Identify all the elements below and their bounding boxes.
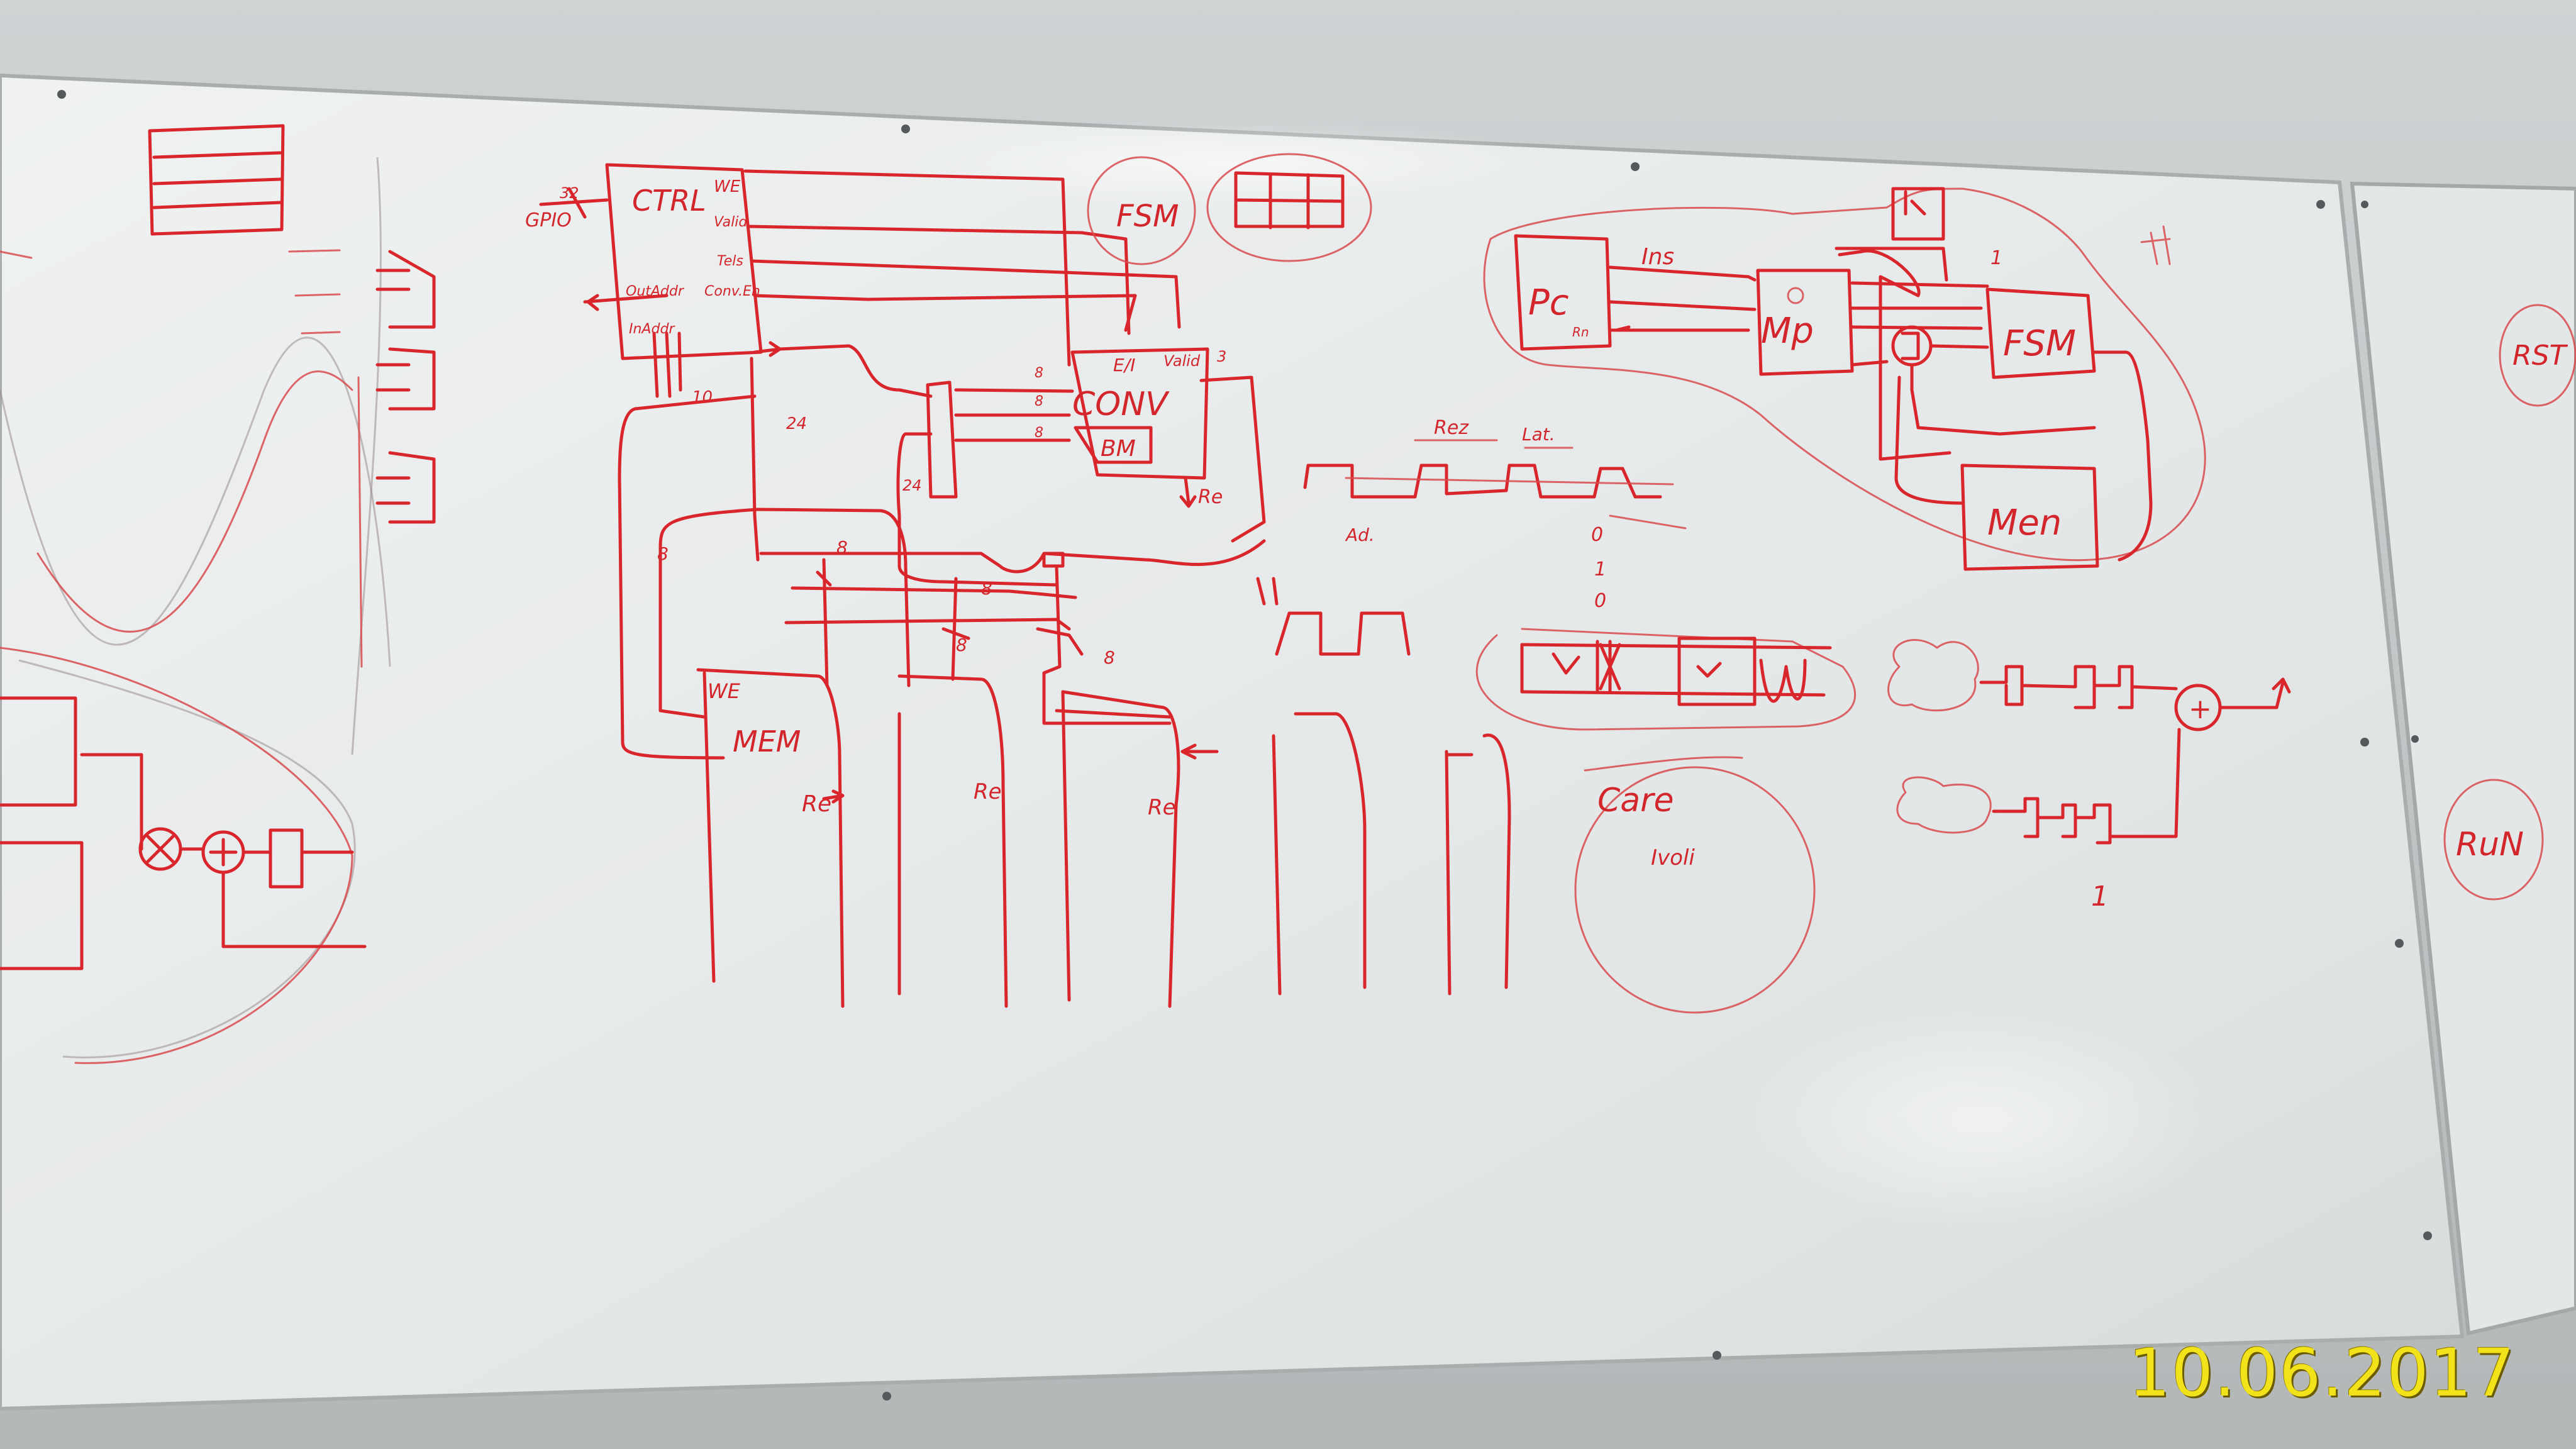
conv-ei-label: E/I	[1113, 355, 1135, 375]
mem-title: MEM	[733, 724, 801, 758]
wave-mark-1: 1	[1594, 558, 1606, 580]
light-glare	[1742, 1006, 2220, 1233]
board-screws	[57, 90, 2432, 1401]
cpu-rn-label: Rn	[1572, 325, 1589, 340]
light-glare-2	[899, 119, 1553, 208]
ctrl-block: CTRL GPIO 32 WE Valid Tels Conv.En OutAd…	[525, 163, 1181, 562]
conv-block: CONV E/I Valid BM Re 3 8 8 8 24	[896, 347, 1266, 587]
conv-bm-label: BM	[1101, 436, 1136, 462]
mem-bus-8b: 8	[836, 537, 848, 558]
mem-bus-8c: 8	[956, 635, 967, 655]
wave-mark-0a: 0	[1591, 524, 1603, 546]
fsm-circle: FSM	[1087, 156, 1196, 265]
cache-title: Care	[1597, 782, 1674, 819]
cache-subtitle: Ivoli	[1651, 845, 1695, 870]
cpu-mp-label: Mp	[1761, 311, 1814, 352]
cpu-mem-label: Men	[1987, 502, 2062, 543]
cpu-pc-label: Pc	[1528, 282, 1569, 323]
table-circle	[1206, 153, 1372, 262]
rst-label: RST	[2512, 340, 2568, 372]
mem-block: MEM WE Re Re Re	[696, 668, 1219, 1008]
mem-bus-8d: 8	[981, 578, 992, 599]
mem-re-label-2: Re	[974, 779, 1002, 804]
conv-bus-8c: 8	[1035, 425, 1043, 441]
conv-bus-24: 24	[902, 477, 922, 494]
wave-label-rez: Rez	[1434, 417, 1469, 439]
adder-chain: + 1	[1887, 639, 2291, 913]
ctrl-gpio-label: GPIO	[525, 209, 572, 231]
cpu-q-label: 1	[1990, 247, 2002, 269]
conv-bus-3: 3	[1217, 348, 1226, 365]
ctrl-out-conv-en: Conv.En	[704, 284, 760, 299]
wave-mark-0b: 0	[1594, 590, 1606, 612]
ctrl-bus-24: 24	[786, 414, 807, 433]
ctrl-title: CTRL	[632, 184, 706, 218]
run-label: RuN	[2456, 826, 2524, 863]
mem-re-label-1: Re	[802, 791, 831, 817]
cpu-sketch: Pc Rn Ins Mp FSM 1 Men	[1483, 187, 2206, 571]
fsm-circle-label: FSM	[1116, 199, 1179, 234]
mux-columns	[288, 249, 436, 524]
mem-re-label-3: Re	[1148, 795, 1176, 820]
right-panel-sketch: RST RuN	[2443, 304, 2576, 901]
ctrl-out-tels: Tels	[717, 253, 743, 269]
register-stack-icon	[148, 124, 285, 236]
timing-diagram: Rez Lat. Ad. 0 1 0	[1256, 417, 1857, 996]
conv-re-label: Re	[1198, 486, 1223, 508]
datapath-wires: 8 8 8 8 8	[618, 394, 1266, 760]
date-stamp: 10.06.2017	[2128, 1335, 2516, 1411]
conv-bus-8b: 8	[1035, 394, 1043, 409]
adder-one: 1	[2091, 880, 2109, 913]
wave-label-lat: Lat.	[1522, 424, 1555, 445]
mem-we-label: WE	[708, 679, 741, 703]
cpu-fsm-label: FSM	[2003, 323, 2076, 364]
erased-traces	[0, 157, 391, 1058]
side-whiteboard	[2350, 181, 2576, 1336]
mem-bus-8a: 8	[657, 543, 669, 564]
left-filter-sketch	[0, 250, 367, 1064]
conv-valid-label: Valid	[1163, 352, 1201, 370]
ctrl-out-valid: Valid	[714, 214, 748, 230]
mem-bus-8e: 8	[1104, 647, 1115, 668]
adder-plus: +	[2189, 693, 2212, 725]
cache-circle: Care Ivoli	[1574, 756, 1816, 1014]
conv-bus-8a: 8	[1035, 365, 1043, 381]
sine-wave	[36, 370, 363, 668]
wave-label-ad: Ad.	[1345, 525, 1375, 545]
ctrl-out-we: WE	[714, 177, 741, 196]
cpu-ins-label: Ins	[1641, 244, 1674, 270]
conv-title: CONV	[1072, 386, 1170, 423]
ctrl-in-addr: InAddr	[629, 321, 675, 337]
